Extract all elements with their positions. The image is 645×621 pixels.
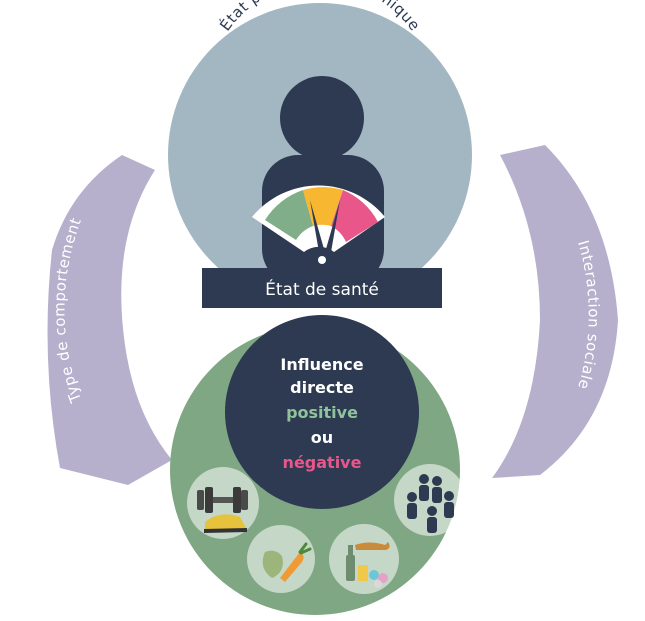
health-state-bar: État de santé <box>202 268 442 308</box>
alcohol-tobacco-pills-icon <box>329 524 399 594</box>
health-state-label: État de santé <box>265 278 379 300</box>
gauge-pink-segment <box>331 190 378 242</box>
influence-line1: Influence <box>280 355 363 374</box>
influence-positive: positive <box>286 403 358 422</box>
gauge-needle-left <box>310 200 326 258</box>
influence-negative: négative <box>283 453 362 472</box>
right-curved-arrow: Interaction sociale <box>492 145 618 478</box>
dumbbell-and-sneaker-icon <box>187 467 259 539</box>
health-gauge <box>252 185 385 269</box>
influence-line2: directe <box>290 378 354 397</box>
influence-or: ou <box>311 428 333 447</box>
gauge-green-segment <box>265 190 313 240</box>
gauge-needle-right <box>324 200 340 258</box>
influence-circle: Influence directe positive ou négative <box>225 315 419 509</box>
vegetables-icon <box>247 525 315 593</box>
people-group-icon <box>394 464 466 536</box>
left-curved-arrow: Type de comportement <box>47 155 172 485</box>
